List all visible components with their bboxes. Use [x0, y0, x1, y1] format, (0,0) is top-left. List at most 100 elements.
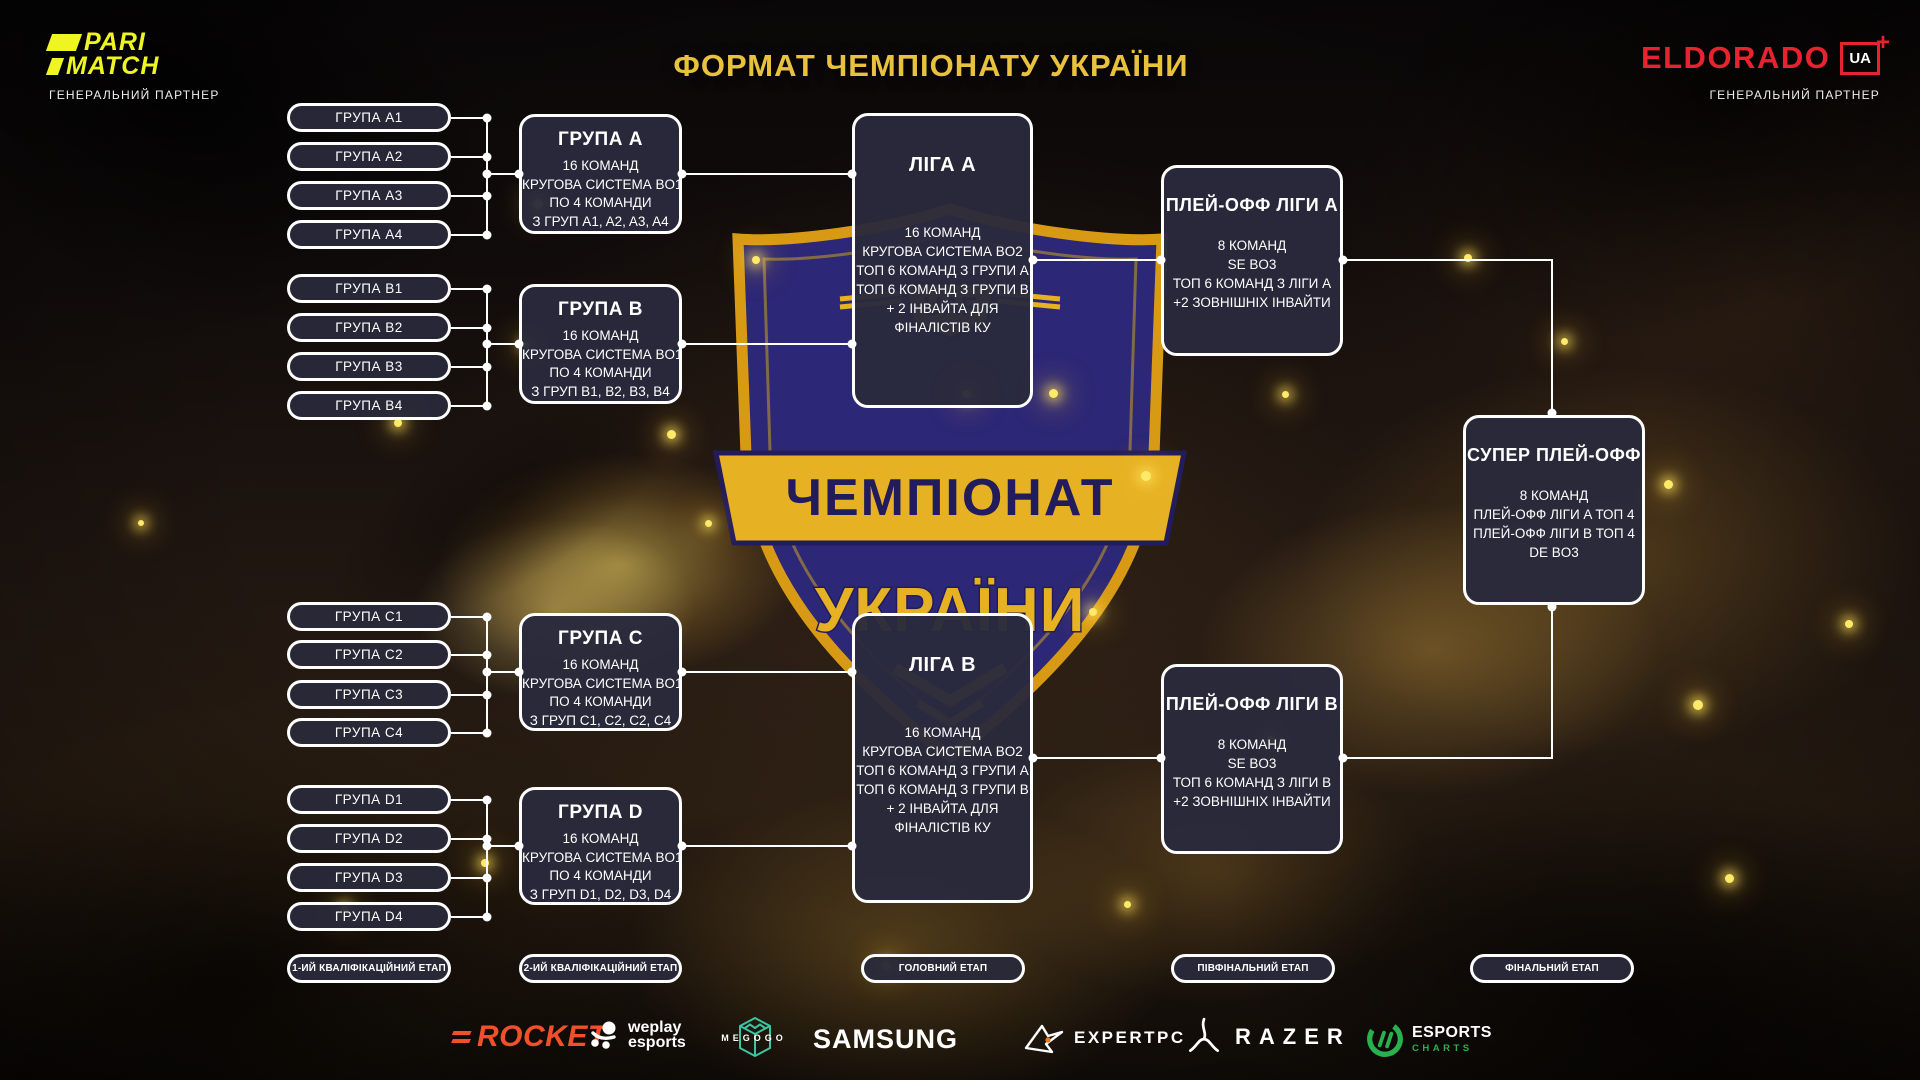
esports-charts-logo: ESPORTS CHARTS [1366, 1020, 1492, 1058]
box-line: КРУГОВА СИСТЕМА BO1 [522, 176, 683, 192]
parimatch-logo: PARI MATCH ГЕНЕРАЛЬНИЙ ПАРТНЕР [45, 28, 220, 102]
box-line: SE BO3 [1227, 756, 1277, 771]
box-line: ПЛЕЙ-ОФФ ЛІГИ B ТОП 4 [1473, 526, 1635, 541]
firefly [1664, 480, 1673, 489]
esports-charts-text-line1: ESPORTS [1412, 1023, 1492, 1041]
group-box-b: ГРУПА B 16 КОМАНД КРУГОВА СИСТЕМА BO1 ПО… [519, 284, 683, 404]
pill-group-c1: ГРУПА C1 [287, 602, 451, 631]
pill-group-d3: ГРУПА D3 [287, 863, 451, 892]
expertpc-bird-icon [1024, 1024, 1064, 1054]
box-line: З ГРУП C1, C2, C2, C4 [529, 712, 672, 728]
firefly [1845, 620, 1853, 628]
megogo-logo: MEGOGO [718, 1014, 790, 1064]
parimatch-mark-icon [45, 57, 65, 75]
box-line: КРУГОВА СИСТЕМА BO2 [862, 744, 1023, 759]
box-line: ТОП 6 КОМАНД З ГРУПИ A [856, 763, 1029, 778]
eldorado-ua-badge: UA+ [1840, 30, 1890, 75]
pill-group-d4: ГРУПА D4 [287, 902, 451, 931]
samsung-text: SAMSUNG [813, 1024, 959, 1054]
box-line: 16 КОМАНД [562, 158, 639, 173]
group-box-d: ГРУПА D 16 КОМАНД КРУГОВА СИСТЕМА BO1 ПО… [519, 787, 683, 905]
rocket-logo: ROCKET [451, 1020, 607, 1054]
esports-charts-icon [1367, 1021, 1403, 1057]
samsung-logo: SAMSUNG [813, 1024, 958, 1055]
esports-charts-text-line2: CHARTS [1412, 1042, 1473, 1054]
firefly [667, 430, 676, 439]
box-line: 16 КОМАНД [562, 657, 639, 672]
razer-snakes-icon [1188, 1017, 1220, 1053]
general-partner-label: ГЕНЕРАЛЬНИЙ ПАРТНЕР [49, 88, 220, 102]
eldorado-brand: ELDORADO [1640, 40, 1831, 75]
box-line: 16 КОМАНД [562, 831, 639, 846]
box-line: ПО 4 КОМАНДИ [549, 365, 652, 380]
firefly [1049, 389, 1058, 398]
firefly [1693, 700, 1703, 710]
pill-group-d1: ГРУПА D1 [287, 785, 451, 814]
box-line: ПЛЕЙ-ОФФ ЛІГИ A ТОП 4 [1473, 507, 1635, 522]
rocket-speed-icon [451, 1039, 471, 1043]
box-line: ФІНАЛІСТІВ КУ [894, 320, 991, 335]
group-box-c: ГРУПА C 16 КОМАНД КРУГОВА СИСТЕМА BO1 ПО… [519, 613, 683, 731]
weplay-dots-icon [591, 1021, 616, 1049]
box-line: DE BO3 [1529, 545, 1579, 560]
parimatch-brand-line1: PARI [84, 28, 146, 56]
box-line: КРУГОВА СИСТЕМА BO1 [522, 346, 683, 362]
megogo-text: MEGOGO [721, 1033, 787, 1043]
box-line: SE BO3 [1227, 257, 1277, 272]
box-line: ПО 4 КОМАНДИ [549, 868, 652, 883]
group-box-a: ГРУПА A 16 КОМАНД КРУГОВА СИСТЕМА BO1 ПО… [519, 114, 683, 234]
box-line: 8 КОМАНД [1217, 737, 1287, 752]
box-line: ТОП 6 КОМАНД З ЛІГИ A [1172, 276, 1332, 291]
box-line: КРУГОВА СИСТЕМА BO1 [522, 849, 683, 865]
box-line: ТОП 6 КОМАНД З ГРУПИ B [856, 282, 1029, 297]
stage-pill-3: ГОЛОВНИЙ ЕТАП [861, 954, 1025, 983]
weplay-text-line2: esports [628, 1034, 686, 1051]
razer-logo: RAZER [1183, 1016, 1351, 1058]
weplay-text-line1: weplay [628, 1019, 682, 1036]
box-line: ПО 4 КОМАНДИ [549, 195, 652, 210]
group-box-b-title: ГРУПА B [558, 299, 643, 320]
firefly [481, 859, 489, 867]
box-line: КРУГОВА СИСТЕМА BO2 [862, 244, 1023, 259]
pill-group-c3: ГРУПА C3 [287, 680, 451, 709]
pill-group-a3: ГРУПА A3 [287, 181, 451, 210]
firefly [1282, 391, 1289, 398]
box-line: ТОП 6 КОМАНД З ЛІГИ B [1172, 775, 1332, 790]
stage-pill-1: 1-ИЙ КВАЛІФІКАЦІЙНИЙ ЕТАП [287, 954, 451, 983]
playoff-box-a-title: ПЛЕЙ-ОФФ ЛІГИ A [1165, 195, 1339, 215]
parimatch-brand-line2: MATCH [66, 52, 160, 80]
pill-group-a2: ГРУПА A2 [287, 142, 451, 171]
razer-text: RAZER [1235, 1024, 1351, 1049]
group-box-d-title: ГРУПА D [558, 802, 643, 823]
firefly [1141, 471, 1151, 481]
eldorado-logo: ELDORADO UA+ ГЕНЕРАЛЬНИЙ ПАРТНЕР [1640, 30, 1890, 102]
firefly [752, 256, 760, 264]
pill-group-c4: ГРУПА C4 [287, 718, 451, 747]
pill-group-a4: ГРУПА A4 [287, 220, 451, 249]
super-playoff-title: СУПЕР ПЛЕЙ-ОФФ [1467, 445, 1641, 465]
firefly [1725, 874, 1734, 883]
pill-group-b1: ГРУПА B1 [287, 274, 451, 303]
box-line: 16 КОМАНД [904, 725, 981, 740]
box-line: ФІНАЛІСТІВ КУ [894, 820, 991, 835]
parimatch-mark-icon [45, 33, 83, 51]
box-line: 8 КОМАНД [1519, 488, 1589, 503]
expertpc-logo: EXPERTPC [1022, 1018, 1186, 1058]
league-box-b: ЛІГА B 16 КОМАНД КРУГОВА СИСТЕМА BO2 ТОП… [852, 613, 1033, 903]
firefly [1124, 901, 1131, 908]
general-partner-label: ГЕНЕРАЛЬНИЙ ПАРТНЕР [1709, 88, 1880, 102]
plus-icon: + [1875, 28, 1890, 56]
firefly [705, 520, 712, 527]
box-line: +2 ЗОВНІШНІХ ІНВАЙТИ [1173, 295, 1331, 310]
pill-group-d2: ГРУПА D2 [287, 824, 451, 853]
box-line: ТОП 6 КОМАНД З ГРУПИ A [856, 263, 1029, 278]
pill-group-b3: ГРУПА B3 [287, 352, 451, 381]
box-line: ТОП 6 КОМАНД З ГРУПИ B [856, 782, 1029, 797]
box-line: 8 КОМАНД [1217, 238, 1287, 253]
stage-pill-2: 2-ИЙ КВАЛІФІКАЦІЙНИЙ ЕТАП [519, 954, 682, 983]
pill-group-b2: ГРУПА B2 [287, 313, 451, 342]
super-playoff-box: СУПЕР ПЛЕЙ-ОФФ 8 КОМАНД ПЛЕЙ-ОФФ ЛІГИ A … [1463, 415, 1645, 605]
weplay-logo: weplay esports [588, 1019, 686, 1051]
firefly [138, 520, 144, 526]
